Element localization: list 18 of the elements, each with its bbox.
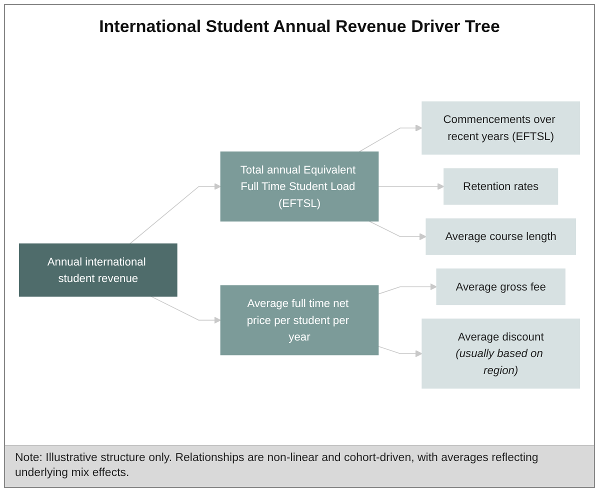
arrow [378, 283, 437, 294]
diagram-frame: International Student Annual Revenue Driver Tree Annual international student revenue Total annual Equivalent Full Time Student Load (EFTSL) Average full time net price per student per year Commencements over recent years (EFTSL) Retention rates Average course length Average gross fee Average discount (usually based on region) Note: Illustrative structure only. Relationships are non-linear and cohort-driven, with averages reflecting underlying mix effects. [4, 4, 595, 488]
note-caption: Note: Illustrative structure only. Relationships are non-linear and cohort-driven, with averages reflecting underlying mix effects. [5, 445, 594, 487]
node-box [422, 101, 580, 155]
node-box [422, 318, 580, 389]
arrow [378, 346, 422, 358]
arrow [129, 183, 222, 244]
node-box [426, 218, 576, 255]
node-box [18, 243, 178, 297]
arrow [378, 183, 444, 190]
node-box [220, 285, 379, 356]
node-box [436, 268, 566, 306]
node-box [220, 151, 379, 222]
diagram-title: International Student Annual Revenue Driver Tree [98, 17, 501, 37]
arrow [368, 220, 426, 240]
node-box [444, 168, 558, 205]
arrow [150, 296, 222, 324]
arrow [358, 124, 422, 152]
